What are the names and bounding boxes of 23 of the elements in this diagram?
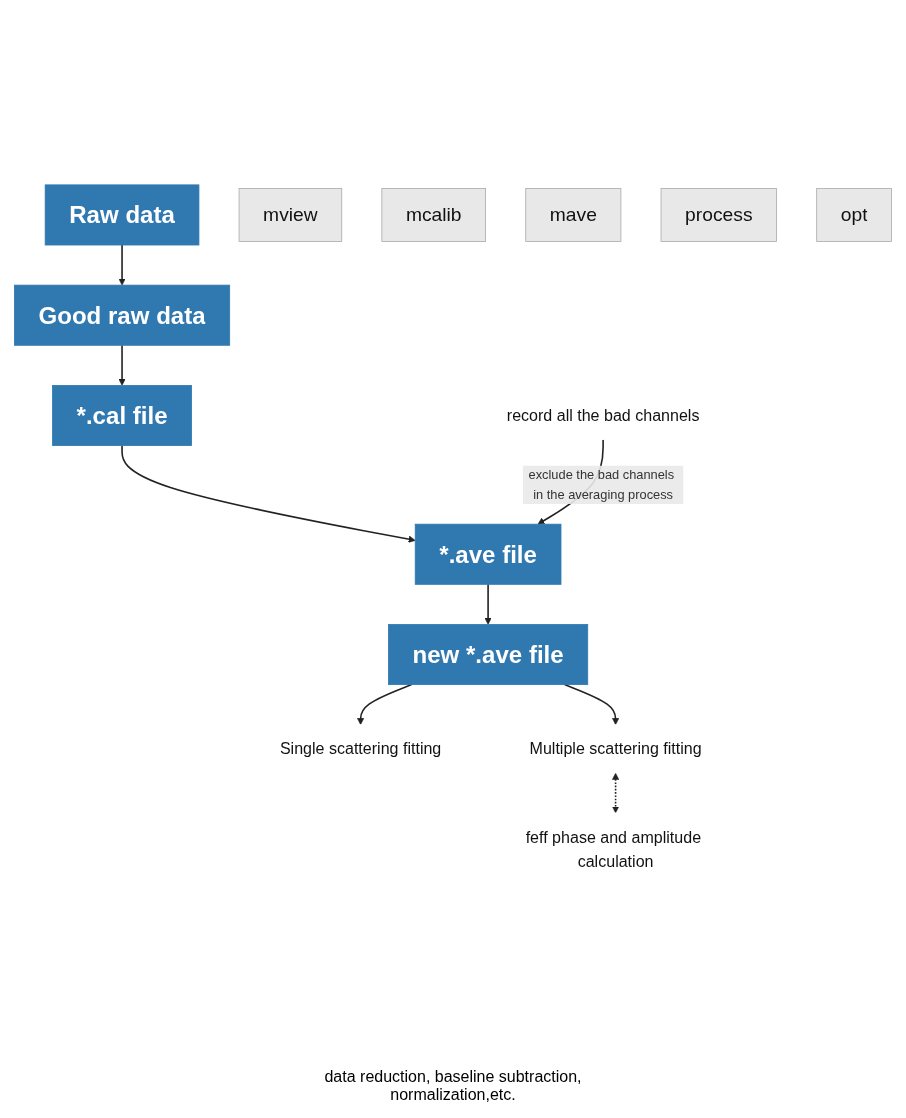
node-box: Raw data bbox=[44, 184, 200, 246]
arrow bbox=[612, 772, 620, 814]
edge-label: exclude the bad channels in the averaging process bbox=[528, 468, 675, 501]
node-box: new *.ave file bbox=[388, 624, 589, 685]
arrow bbox=[118, 244, 126, 286]
arrow bbox=[118, 344, 126, 386]
arrow bbox=[357, 683, 413, 726]
arrow bbox=[121, 444, 416, 543]
node-box: mave bbox=[525, 188, 622, 242]
node-text: Single scattering fitting bbox=[279, 739, 442, 758]
node-box: *.cal file bbox=[52, 385, 192, 446]
node-box: *.ave file bbox=[414, 523, 562, 585]
node-box: Good raw data bbox=[14, 284, 231, 346]
node-box: process bbox=[660, 188, 777, 242]
arrow bbox=[484, 583, 492, 625]
arrow bbox=[563, 683, 620, 726]
node-box: opt bbox=[816, 188, 892, 242]
node-box: mview bbox=[238, 188, 343, 242]
node-box: mcalib bbox=[381, 188, 486, 242]
node-text: feff phase and amplitude calculation bbox=[525, 828, 702, 870]
node-text: record all the bad channels bbox=[506, 406, 700, 425]
node-text: Multiple scattering fitting bbox=[529, 739, 702, 758]
note-text: data reduction, baseline subtraction, normalization,etc. bbox=[323, 1068, 583, 1104]
